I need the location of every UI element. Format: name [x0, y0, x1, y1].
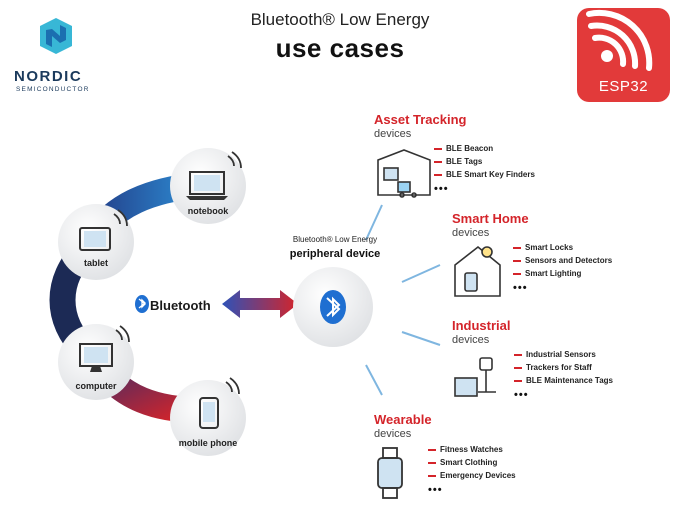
more-items-indicator: ••• — [434, 183, 449, 195]
device-circle-tablet — [58, 204, 134, 280]
device-label-computer: computer — [75, 381, 117, 391]
esp32-logo — [577, 8, 670, 102]
nordic-logo-icon — [40, 18, 72, 54]
connector-lines — [365, 204, 441, 396]
list-item: BLE Tags — [446, 157, 483, 166]
bullet-dashes — [428, 148, 522, 477]
nordic-logo-subtext: SEMICONDUCTOR — [16, 86, 90, 93]
title-line-2: use cases — [275, 33, 405, 63]
category-title-smart-home: Smart Home — [452, 211, 529, 226]
category-title-asset-tracking: Asset Tracking — [374, 112, 467, 127]
peripheral-label-line-1: Bluetooth® Low Energy — [292, 235, 378, 244]
more-items-indicator: ••• — [428, 484, 443, 496]
list-item: Smart Lighting — [525, 269, 582, 278]
esp32-logo-text: ESP32 — [598, 78, 649, 95]
esp32-wifi-icon — [586, 9, 653, 71]
device-label-tablet: tablet — [83, 258, 108, 268]
more-items-indicator: ••• — [513, 282, 528, 294]
nordic-logo-text: NORDIC — [14, 68, 83, 85]
list-item: Industrial Sensors — [526, 350, 596, 359]
device-circle-notebook — [170, 148, 246, 224]
category-sub-wearable: devices — [374, 428, 412, 440]
bluetooth-logo-icon — [135, 295, 149, 313]
device-label-notebook: notebook — [187, 206, 229, 216]
double-arrow — [222, 290, 298, 318]
category-sub-industrial: devices — [452, 334, 490, 346]
list-item: Emergency Devices — [440, 471, 516, 480]
warehouse-icon — [377, 149, 431, 198]
industrial-robot-icon — [454, 357, 496, 397]
category-title-wearable: Wearable — [374, 412, 432, 427]
category-sub-smart-home: devices — [452, 227, 490, 239]
peripheral-device-circle — [293, 267, 373, 347]
more-items-indicator: ••• — [514, 389, 529, 401]
list-item: Smart Clothing — [440, 458, 498, 467]
list-item: Smart Locks — [525, 243, 574, 252]
category-title-industrial: Industrial — [452, 318, 511, 333]
device-circle-mobile-phone — [170, 377, 246, 456]
list-item: BLE Beacon — [446, 144, 494, 153]
smart-home-icon — [454, 245, 501, 297]
bluetooth-wordmark: Bluetooth — [150, 298, 211, 313]
list-item: Fitness Watches — [440, 445, 503, 454]
tablet-icon — [79, 227, 111, 251]
peripheral-label-line-2: peripheral device — [289, 248, 381, 260]
laptop-icon — [189, 171, 225, 195]
list-item: BLE Smart Key Finders — [446, 170, 535, 179]
device-circle-computer — [58, 324, 134, 400]
category-sub-asset-tracking: devices — [374, 128, 412, 140]
device-label-mobile-phone: mobile phone — [178, 438, 238, 448]
phone-icon — [199, 397, 219, 429]
title-line-1: Bluetooth® Low Energy — [250, 10, 430, 29]
list-item: BLE Maintenance Tags — [526, 376, 613, 385]
smartwatch-icon — [377, 447, 403, 499]
list-item: Sensors and Detectors — [525, 256, 613, 265]
list-item: Trackers for Staff — [526, 363, 592, 372]
